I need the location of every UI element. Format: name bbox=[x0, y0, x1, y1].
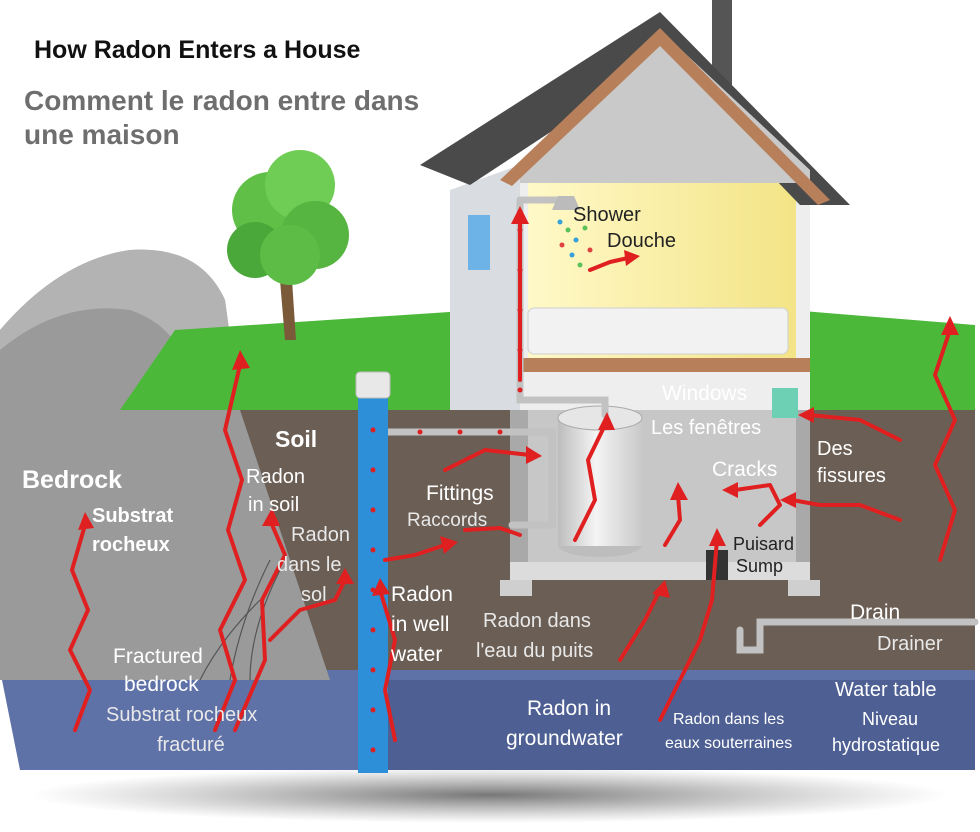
radon-arrows bbox=[68, 218, 957, 742]
label-cracks-fr-2: fissures bbox=[817, 465, 886, 487]
bedrock-top bbox=[0, 249, 240, 410]
pipes bbox=[378, 196, 979, 654]
label-drain-fr: Drainer bbox=[877, 633, 943, 655]
label-radon-soil-fr-1: Radon bbox=[291, 524, 350, 546]
label-radon-soil-en-2: in soil bbox=[248, 494, 300, 516]
radon-arrow bbox=[268, 578, 347, 642]
bathtub bbox=[527, 307, 789, 355]
radon-arrow bbox=[68, 523, 92, 732]
label-radon-soil-en-1: Radon bbox=[246, 466, 305, 488]
grass-left bbox=[120, 310, 510, 410]
label-soil-en: Soil bbox=[275, 426, 318, 452]
tree bbox=[227, 150, 349, 340]
footing-left bbox=[500, 580, 532, 596]
label-well-fr-2: l'eau du puits bbox=[476, 640, 594, 662]
label-fractured-en-1: Fractured bbox=[113, 645, 203, 668]
radon-arrow bbox=[463, 526, 522, 537]
radon-arrow bbox=[378, 588, 397, 742]
well-radon-dots bbox=[370, 427, 376, 753]
label-sump-fr: Puisard bbox=[733, 534, 795, 554]
radon-arrow bbox=[233, 518, 287, 732]
label-cracks-en: Cracks bbox=[712, 458, 778, 481]
label-watertable-fr-2: hydrostatique bbox=[832, 735, 941, 755]
radon-arrow bbox=[443, 448, 532, 472]
attic bbox=[520, 30, 810, 183]
ground-shadow bbox=[30, 767, 950, 823]
house-side-wall bbox=[450, 165, 520, 410]
shower-head bbox=[552, 196, 580, 210]
label-watertable-en: Water table bbox=[835, 679, 937, 701]
footing-right bbox=[788, 580, 820, 596]
radon-arrow bbox=[733, 483, 782, 527]
radon-arrow bbox=[663, 493, 682, 547]
radon-arrowheads bbox=[78, 206, 959, 598]
label-well-en-2: in well bbox=[391, 613, 450, 636]
radon-arrow bbox=[213, 363, 247, 732]
radon-arrow bbox=[808, 413, 902, 442]
label-shower-en: Shower bbox=[573, 204, 641, 226]
radon-arrow bbox=[383, 543, 447, 562]
radon-arrow bbox=[618, 588, 662, 662]
basement-window bbox=[772, 388, 798, 418]
house-window-side bbox=[468, 215, 490, 270]
label-bedrock-fr-2: rocheux bbox=[92, 534, 170, 556]
label-fractured-fr-2: fracturé bbox=[157, 734, 225, 756]
label-fractured-en-2: bedrock bbox=[124, 673, 199, 696]
label-windows-fr: Les fenêtres bbox=[651, 417, 762, 439]
label-drain-en: Drain bbox=[850, 601, 901, 624]
label-fittings-fr: Raccords bbox=[407, 510, 488, 531]
bedrock-layer bbox=[0, 249, 330, 681]
radon-arrow bbox=[658, 538, 719, 722]
radon-arrow bbox=[933, 328, 957, 562]
title-english: How Radon Enters a House bbox=[34, 36, 361, 64]
basement-floor bbox=[510, 562, 810, 580]
label-well-fr-1: Radon dans bbox=[483, 610, 591, 632]
label-bedrock-en: Bedrock bbox=[22, 466, 123, 494]
label-radon-soil-fr-3: sol bbox=[301, 584, 327, 606]
label-radon-soil-fr-2: dans le bbox=[277, 554, 342, 576]
label-fractured-fr-1: Substrat rocheux bbox=[106, 704, 258, 726]
shower-spray bbox=[557, 219, 593, 268]
radon-arrow bbox=[588, 256, 630, 272]
label-sump-en: Sump bbox=[736, 556, 784, 576]
label-bedrock-fr-1: Substrat bbox=[92, 505, 174, 527]
chimney bbox=[712, 0, 732, 85]
label-groundwater-en-1: Radon in bbox=[527, 697, 612, 720]
groundwater-deep bbox=[380, 680, 975, 770]
sump-pit bbox=[706, 550, 728, 580]
floor-beam bbox=[520, 358, 810, 372]
label-fittings-en: Fittings bbox=[426, 482, 494, 505]
label-groundwater-fr-2: eaux souterraines bbox=[665, 735, 793, 752]
well-cap bbox=[355, 371, 391, 399]
label-well-en-3: water bbox=[391, 643, 443, 666]
label-windows-en: Windows bbox=[662, 382, 748, 405]
label-well-en-1: Radon bbox=[391, 583, 453, 606]
title-french: Comment le radon entre dans une maison bbox=[24, 85, 420, 150]
label-watertable-fr-1: Niveau bbox=[862, 709, 919, 729]
label-cracks-fr-1: Des bbox=[817, 438, 853, 460]
label-groundwater-fr-1: Radon dans les bbox=[673, 711, 785, 728]
grass-right bbox=[790, 310, 975, 410]
label-groundwater-en-2: groundwater bbox=[506, 727, 623, 750]
label-shower-fr: Douche bbox=[607, 230, 676, 252]
radon-arrow bbox=[790, 498, 902, 522]
radon-arrow bbox=[573, 423, 607, 542]
